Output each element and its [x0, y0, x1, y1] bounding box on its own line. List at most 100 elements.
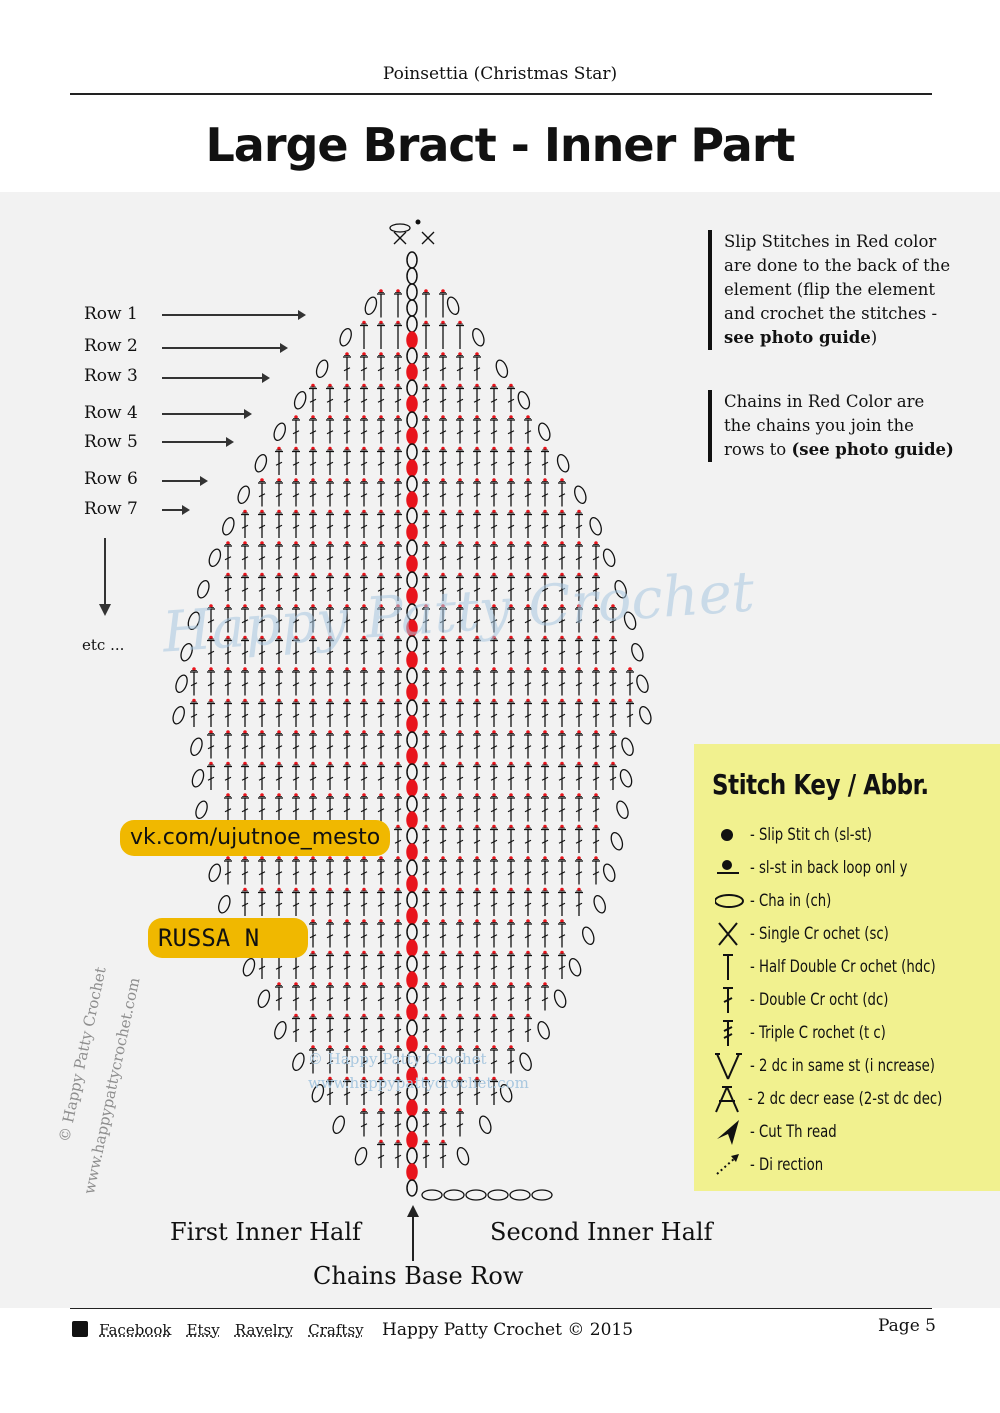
stitch [422, 524, 430, 529]
red-slip-stitch [328, 572, 332, 577]
stitch [275, 493, 283, 498]
stitch [439, 430, 447, 435]
stitch [224, 808, 232, 813]
stitch [241, 713, 249, 718]
stitch [592, 839, 600, 844]
stitch [473, 587, 481, 592]
red-slip-stitch [441, 1045, 445, 1049]
chain-stitch [621, 737, 634, 757]
stitch [394, 934, 402, 939]
red-slip-stitch [492, 509, 496, 514]
stitch [473, 871, 481, 876]
chain-stitch [406, 1179, 418, 1197]
red-slip-stitch [379, 446, 383, 451]
red-slip-stitch [458, 919, 462, 923]
row-label-5: Row 5 [84, 432, 138, 452]
red-slip-stitch [458, 446, 462, 451]
red-slip-stitch [509, 730, 513, 734]
stitch [309, 965, 317, 970]
share-icon[interactable] [72, 1321, 88, 1337]
red-slip-stitch [526, 604, 530, 608]
red-slip-stitch [509, 856, 513, 860]
red-slip-stitch [345, 572, 349, 577]
red-slip-stitch [243, 635, 247, 640]
red-slip-stitch [345, 667, 349, 671]
red-slip-stitch [396, 289, 400, 293]
row-arrow-4 [162, 409, 252, 419]
footer-link-craftsy[interactable]: Craftsy [308, 1321, 364, 1339]
stitch [394, 1091, 402, 1096]
stitch [575, 650, 583, 655]
red-slip-stitch [560, 698, 564, 703]
stitch [422, 1060, 430, 1065]
red-slip-stitch [277, 572, 281, 577]
red-slip-stitch [509, 478, 513, 482]
footer-link-facebook[interactable]: Facebook [99, 1321, 172, 1339]
red-slip-stitch [475, 950, 479, 955]
red-slip-stitch [628, 698, 632, 703]
footer-link-etsy[interactable]: Etsy [186, 1321, 220, 1339]
stitch [360, 997, 368, 1002]
red-slip-stitch [243, 604, 247, 608]
chain-stitch [406, 379, 418, 397]
chain-stitch [406, 1003, 418, 1021]
stitch [207, 682, 215, 687]
chain-stitch [222, 516, 235, 536]
stitch [377, 1060, 385, 1065]
stitch [439, 713, 447, 718]
stitch [394, 1154, 402, 1159]
t-stitch-icon [714, 952, 746, 982]
red-slip-stitch [345, 541, 349, 545]
stitch [258, 871, 266, 876]
red-slip-stitch [362, 383, 366, 388]
red-slip-stitch [492, 761, 496, 766]
red-slip-stitch [509, 635, 513, 640]
red-slip-stitch [509, 509, 513, 514]
stitch [309, 461, 317, 466]
red-slip-stitch [379, 352, 383, 356]
red-slip-stitch [396, 1045, 400, 1049]
stitch-key-item: - Half Double Cr ochet (hdc) [714, 952, 994, 982]
stitch [473, 1091, 481, 1096]
stitch [422, 1028, 430, 1033]
stitch [309, 997, 317, 1002]
stitch [241, 871, 249, 876]
red-slip-stitch [526, 478, 530, 482]
red-slip-stitch [379, 320, 383, 325]
red-slip-stitch [379, 509, 383, 514]
red-slip-stitch [441, 604, 445, 608]
red-slip-stitch [526, 761, 530, 766]
red-slip-stitch [475, 446, 479, 451]
stitch [292, 871, 300, 876]
red-slip-stitch [424, 761, 428, 766]
stitch [524, 682, 532, 687]
stitch [575, 776, 583, 781]
stitch [456, 587, 464, 592]
red-slip-stitch [362, 509, 366, 514]
stitch-key-label: - Cha in (ch) [750, 891, 832, 911]
stitch-key-label: - Cut Th read [750, 1122, 837, 1142]
stitch [456, 997, 464, 1002]
red-slip-stitch [260, 509, 264, 514]
stitch [558, 556, 566, 561]
stitch [422, 745, 430, 750]
note-chains-bold: (see photo guide) [791, 440, 954, 459]
stitch [394, 902, 402, 907]
stitch [422, 776, 430, 781]
stitch [224, 871, 232, 876]
stitch [490, 776, 498, 781]
stitch [343, 1028, 351, 1033]
red-slip-stitch [441, 446, 445, 451]
row-arrow-1 [162, 310, 306, 320]
red-slip-stitch [458, 383, 462, 388]
red-slip-stitch [492, 982, 496, 986]
chain-stitch [465, 1189, 487, 1201]
stitch [507, 776, 515, 781]
red-slip-stitch [475, 1013, 479, 1018]
red-slip-stitch [311, 698, 315, 703]
red-slip-stitch [328, 446, 332, 451]
red-slip-stitch [543, 887, 547, 892]
single-crochet [393, 231, 407, 245]
footer-link-ravelry[interactable]: Ravelry [234, 1321, 294, 1339]
stitch [490, 461, 498, 466]
